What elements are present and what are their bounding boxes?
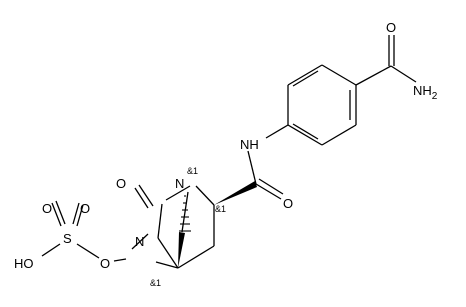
n-oxygen-label: O [100, 256, 110, 271]
stereo-labels: &1 &1 &1 [150, 166, 226, 288]
amide-oxygen-label: O [386, 20, 396, 35]
stereo-label-n1: &1 [187, 166, 198, 176]
stereo-label-c2: &1 [215, 204, 226, 214]
nh-label: NH [240, 137, 259, 152]
sulfonyl-oxygen-left-label: O [42, 201, 52, 216]
bonds [41, 35, 417, 269]
sulfonyl-oxygen-right-label: O [80, 201, 90, 216]
wedge-bond [178, 232, 185, 268]
ring-nitrogen-label: N [135, 234, 144, 249]
stereo-bonds [178, 181, 257, 268]
sulfate-hydroxyl-label: HO [14, 256, 34, 271]
carboxamide-oxygen-label: O [283, 196, 293, 211]
bridge-nitrogen-label: N [175, 176, 184, 191]
amide-nh2-label: NH2 [413, 83, 438, 102]
wedge-bond [214, 181, 257, 205]
atom-labels: O NH2 NH O O N N O S O O HO [14, 20, 438, 271]
stereo-label-c5: &1 [150, 278, 161, 288]
lactam-oxygen-label: O [116, 176, 126, 191]
sulfur-label: S [63, 231, 72, 246]
